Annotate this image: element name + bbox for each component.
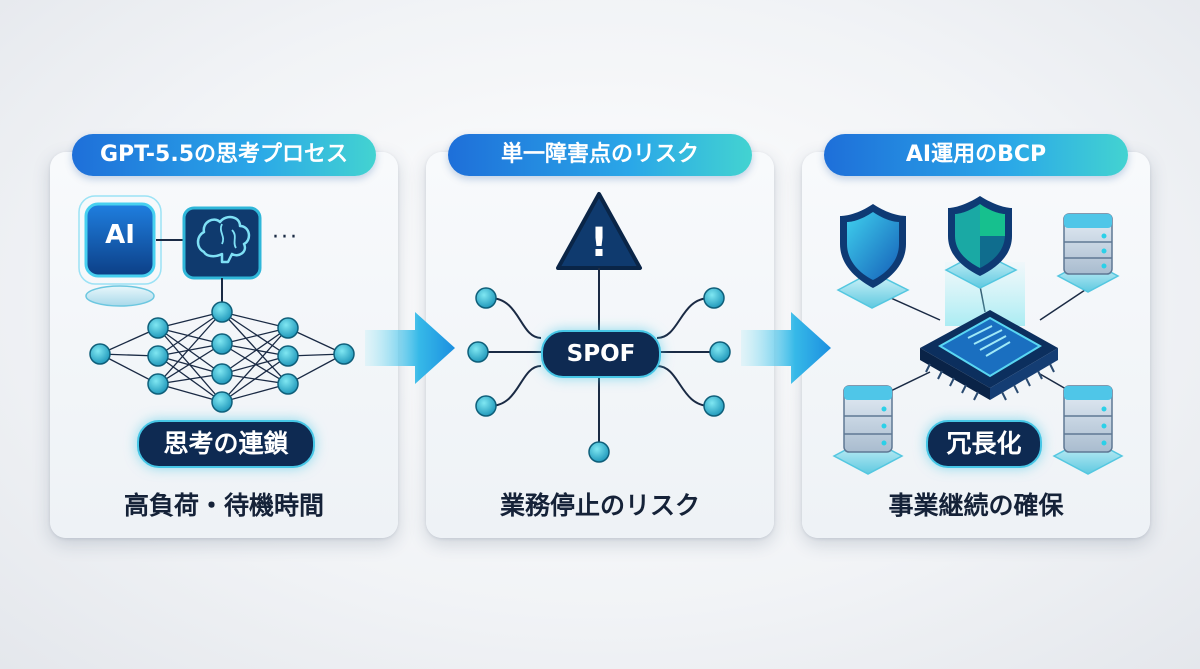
panel-1-caption: 高負荷・待機時間: [123, 491, 324, 520]
arrow-right-icon: [741, 312, 831, 384]
server-icon: [1052, 385, 1124, 475]
hub-network-icon: [478, 297, 720, 446]
processor-chip-icon: [920, 310, 1058, 401]
server-icon: [1056, 213, 1120, 293]
panel-1-title: GPT-5.5の思考プロセス: [72, 134, 376, 176]
shield-icon: [944, 196, 1018, 289]
spof-tag: SPOF: [541, 330, 661, 378]
ai-chip-icon: [78, 195, 162, 307]
ellipsis-label: ···: [272, 225, 299, 250]
warning-exclamation: !: [589, 220, 609, 266]
arrow-right-icon: [365, 312, 455, 384]
ai-chip-label: AI: [105, 220, 135, 250]
server-icon: [832, 385, 904, 475]
redundancy-tag: 冗長化: [926, 420, 1042, 468]
shield-icon: [836, 204, 910, 309]
chain-of-thought-tag: 思考の連鎖: [137, 420, 315, 468]
brain-icon: [182, 206, 262, 280]
panel-3-caption: 事業継続の確保: [888, 491, 1064, 520]
panel-3-title: AI運用のBCP: [824, 134, 1128, 176]
panel-2-caption: 業務停止のリスク: [499, 491, 700, 520]
panel-2-title: 単一障害点のリスク: [448, 134, 752, 176]
neural-network-icon: [99, 311, 345, 403]
